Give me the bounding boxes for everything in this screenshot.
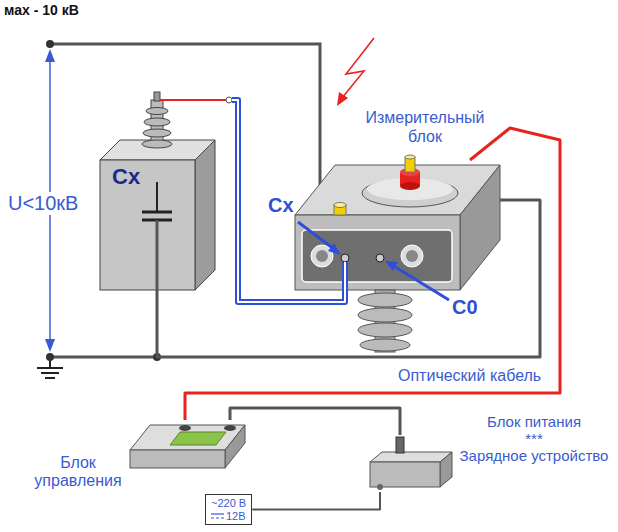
control-block-body bbox=[224, 425, 236, 431]
measuring-block-body bbox=[295, 155, 500, 352]
lightning-symbol bbox=[337, 38, 374, 106]
capacitor-symbol bbox=[156, 220, 159, 292]
dc-symbol bbox=[211, 512, 224, 520]
capacitor-symbol bbox=[156, 182, 158, 212]
measuring-block-body bbox=[311, 245, 333, 267]
ground-symbol bbox=[37, 367, 63, 369]
power-cable bbox=[230, 408, 400, 435]
mains-cable bbox=[252, 492, 380, 510]
power-supply-body bbox=[396, 437, 404, 453]
block-label: Зарядное устройство bbox=[454, 447, 614, 464]
capacitor-housing bbox=[226, 97, 232, 103]
capacitor-housing bbox=[160, 99, 226, 101]
ground-wire bbox=[157, 200, 540, 357]
measuring-block-body bbox=[358, 308, 412, 322]
callout-leaders bbox=[392, 265, 449, 300]
block-label: Измерительный блок bbox=[360, 109, 490, 146]
ground-wire-left bbox=[50, 356, 157, 359]
callout-leaders bbox=[328, 243, 341, 255]
block-label: Блок управления bbox=[30, 454, 126, 491]
measuring-block-body bbox=[460, 165, 500, 290]
mains-plate: ~220 В12В bbox=[205, 494, 252, 525]
control-block-body bbox=[130, 425, 245, 468]
title-fragment: мах - 10 кВ bbox=[4, 2, 79, 18]
capacitor-housing bbox=[143, 129, 171, 137]
control-block-body bbox=[130, 450, 225, 468]
voltage-row: 12В bbox=[211, 510, 246, 523]
callout-leaders bbox=[298, 222, 449, 300]
block-label: Блок питания bbox=[454, 413, 614, 430]
capacitor-object: Cx bbox=[100, 88, 232, 292]
ground-wire bbox=[157, 200, 540, 357]
power-supply-body bbox=[370, 462, 440, 487]
measuring-block-body bbox=[341, 254, 349, 262]
voltage-label: 12В bbox=[226, 510, 246, 523]
measuring-block-body bbox=[342, 262, 348, 293]
measuring-block-body bbox=[344, 262, 346, 293]
callout-label: Cx bbox=[268, 194, 294, 217]
measuring-block-body bbox=[316, 250, 328, 262]
object-label: Cx bbox=[112, 164, 140, 189]
optical-cable bbox=[185, 128, 560, 420]
control-block-body bbox=[225, 425, 245, 468]
measuring-block-body bbox=[400, 182, 420, 190]
measuring-block-body bbox=[405, 155, 415, 159]
lightning-symbol bbox=[337, 92, 348, 106]
optical-cable bbox=[185, 128, 560, 420]
power-cable bbox=[230, 408, 400, 435]
power-supply: Блок питания***Зарядное устройство bbox=[365, 435, 452, 492]
capacitor-housing bbox=[154, 92, 160, 101]
ground-wire-left bbox=[50, 357, 157, 358]
measuring-block-body bbox=[406, 250, 418, 262]
dc-symbol bbox=[211, 517, 224, 518]
dc-symbol bbox=[211, 513, 224, 514]
junction-dots bbox=[46, 40, 54, 48]
measuring-block-body bbox=[376, 254, 384, 262]
capacitor-symbol bbox=[142, 211, 172, 214]
voltage-label: ~220 В bbox=[211, 497, 246, 510]
capacitor-housing bbox=[100, 92, 232, 290]
signal-cable bbox=[232, 100, 345, 302]
measuring-block-body bbox=[401, 245, 423, 267]
measuring-block-body bbox=[295, 215, 460, 290]
junction-dots bbox=[46, 353, 54, 361]
control-block: Блок управления bbox=[130, 420, 245, 470]
power-supply-body bbox=[370, 437, 452, 490]
power-supply-body bbox=[440, 452, 452, 487]
callout-leaders bbox=[385, 261, 398, 271]
voltage-label: U<10кВ bbox=[6, 192, 80, 215]
callout-leaders bbox=[298, 222, 334, 249]
measuring-block-body bbox=[360, 339, 410, 351]
capacitor-housing bbox=[142, 140, 172, 148]
signal-cable bbox=[232, 100, 345, 302]
ground-symbol bbox=[41, 372, 59, 374]
ground-symbol bbox=[45, 377, 55, 379]
callout-label: C0 bbox=[452, 296, 478, 319]
signal-cable bbox=[232, 100, 345, 302]
measuring-block-body bbox=[358, 323, 412, 337]
measuring-block-body bbox=[358, 293, 412, 307]
lightning-symbol bbox=[342, 38, 374, 98]
mains-cable bbox=[252, 492, 380, 510]
capacitor-housing bbox=[144, 118, 170, 126]
measuring-block-body bbox=[362, 179, 458, 207]
cable-label: Оптический кабель bbox=[398, 367, 541, 385]
control-block-body bbox=[170, 432, 226, 445]
control-block-body bbox=[179, 425, 191, 431]
power-supply-body bbox=[377, 484, 383, 490]
measuring-block-body bbox=[334, 203, 346, 208]
capacitor-housing bbox=[100, 160, 195, 290]
capacitor-housing bbox=[146, 108, 168, 115]
voltage-arrow bbox=[45, 49, 55, 62]
capacitor-housing bbox=[195, 140, 215, 290]
power-supply-body bbox=[370, 452, 452, 462]
measuring-block-body bbox=[302, 230, 452, 282]
voltage-arrow bbox=[45, 339, 55, 352]
block-label: *** bbox=[454, 430, 614, 447]
measuring-block: Измерительный блок bbox=[290, 160, 500, 292]
capacitor-symbol bbox=[142, 182, 172, 292]
